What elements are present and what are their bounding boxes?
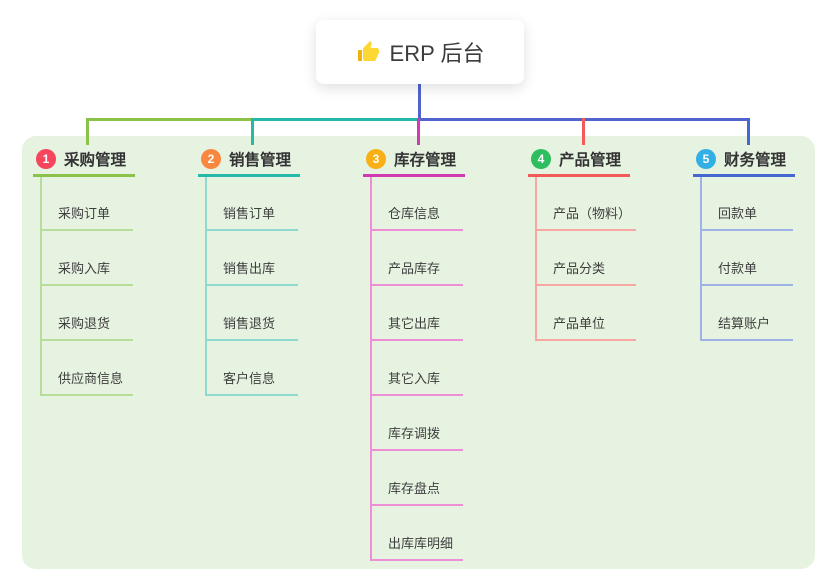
node-supplier-info[interactable]: 供应商信息 xyxy=(40,364,133,396)
root-node[interactable]: ERP 后台 xyxy=(316,20,524,84)
root-connector-line xyxy=(418,84,421,119)
node-outbound-detail[interactable]: 出库库明细 xyxy=(370,529,463,561)
branch-underline xyxy=(363,174,465,177)
node-product-unit[interactable]: 产品单位 xyxy=(535,309,636,341)
branch-number-badge: 4 xyxy=(531,149,551,169)
branch-underline xyxy=(693,174,795,177)
branch-purchase: 1 采购管理 采购订单 采购入库 采购退货 供应商信息 xyxy=(33,146,145,396)
branch-inventory: 3 库存管理 仓库信息 产品库存 其它出库 其它入库 库存调拨 库存盘点 出库库… xyxy=(363,146,475,561)
node-stock-taking[interactable]: 库存盘点 xyxy=(370,474,463,506)
node-product-material[interactable]: 产品（物料） xyxy=(535,199,636,231)
branch-spine-line xyxy=(205,177,207,396)
node-stock-transfer[interactable]: 库存调拨 xyxy=(370,419,463,451)
drop-line-purchase xyxy=(86,118,89,145)
branch-finance-header[interactable]: 5 财务管理 xyxy=(693,146,805,172)
node-product-stock[interactable]: 产品库存 xyxy=(370,254,463,286)
branch-spine-line xyxy=(370,177,372,561)
drop-line-sales xyxy=(251,118,254,145)
drop-line-product xyxy=(582,118,585,145)
thumbs-up-icon xyxy=(357,41,379,61)
branch-number-badge: 1 xyxy=(36,149,56,169)
branch-inventory-header[interactable]: 3 库存管理 xyxy=(363,146,475,172)
branch-underline xyxy=(528,174,630,177)
drop-line-finance xyxy=(747,118,750,145)
node-receipt-bill[interactable]: 回款单 xyxy=(700,199,793,231)
node-sales-return[interactable]: 销售退货 xyxy=(205,309,298,341)
branch-product: 4 产品管理 产品（物料） 产品分类 产品单位 xyxy=(528,146,640,341)
branch-label: 销售管理 xyxy=(229,152,292,169)
node-product-category[interactable]: 产品分类 xyxy=(535,254,636,286)
bus-line-sales xyxy=(253,118,419,121)
branch-label: 采购管理 xyxy=(64,152,127,169)
branch-number-badge: 3 xyxy=(366,149,386,169)
branch-number-badge: 2 xyxy=(201,149,221,169)
branch-label: 财务管理 xyxy=(724,152,787,169)
branch-spine-line xyxy=(700,177,702,341)
branch-purchase-header[interactable]: 1 采购管理 xyxy=(33,146,145,172)
branch-sales: 2 销售管理 销售订单 销售出库 销售退货 客户信息 xyxy=(198,146,310,396)
branch-label: 产品管理 xyxy=(559,152,622,169)
branch-product-header[interactable]: 4 产品管理 xyxy=(528,146,640,172)
branch-finance: 5 财务管理 回款单 付款单 结算账户 xyxy=(693,146,805,341)
node-sales-order[interactable]: 销售订单 xyxy=(205,199,298,231)
branch-label: 库存管理 xyxy=(394,152,457,169)
branch-underline xyxy=(198,174,300,177)
bus-line-purchase xyxy=(86,118,253,121)
node-other-inbound[interactable]: 其它入库 xyxy=(370,364,463,396)
branch-underline xyxy=(33,174,135,177)
node-sales-outbound[interactable]: 销售出库 xyxy=(205,254,298,286)
branch-sales-header[interactable]: 2 销售管理 xyxy=(198,146,310,172)
node-payment-bill[interactable]: 付款单 xyxy=(700,254,793,286)
branch-spine-line xyxy=(40,177,42,396)
root-label: ERP 后台 xyxy=(389,41,485,66)
node-other-outbound[interactable]: 其它出库 xyxy=(370,309,463,341)
branch-number-badge: 5 xyxy=(696,149,716,169)
node-purchase-inbound[interactable]: 采购入库 xyxy=(40,254,133,286)
mindmap-canvas xyxy=(22,136,815,569)
node-purchase-return[interactable]: 采购退货 xyxy=(40,309,133,341)
branch-spine-line xyxy=(535,177,537,341)
node-warehouse-info[interactable]: 仓库信息 xyxy=(370,199,463,231)
node-customer-info[interactable]: 客户信息 xyxy=(205,364,298,396)
drop-line-inventory xyxy=(417,118,420,145)
node-purchase-order[interactable]: 采购订单 xyxy=(40,199,133,231)
node-settlement-account[interactable]: 结算账户 xyxy=(700,309,793,341)
